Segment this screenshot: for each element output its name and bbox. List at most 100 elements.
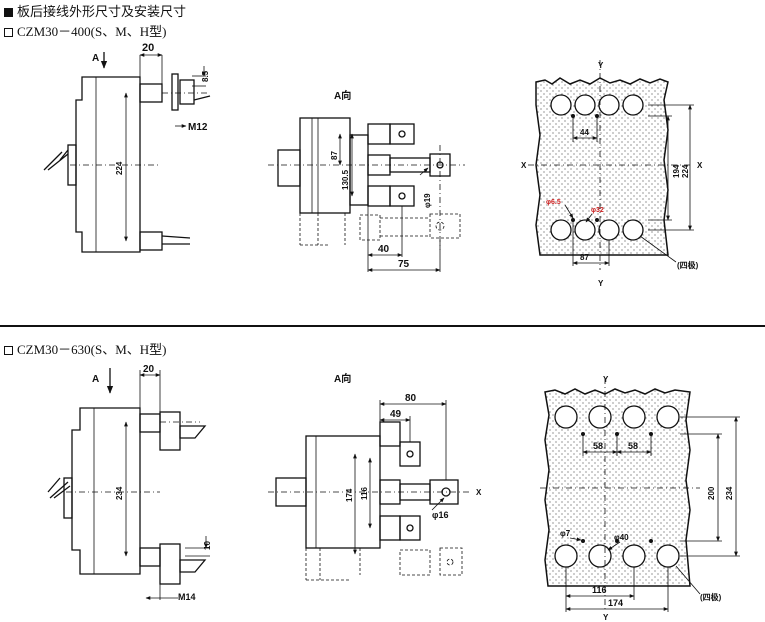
- mount-hole: [406, 450, 414, 458]
- dim-116-front: 116: [360, 487, 369, 500]
- screw-hole: [581, 539, 585, 543]
- top-terminal: [139, 413, 161, 433]
- mount-hole: [398, 192, 406, 200]
- model-630-text: CZM30－630(S、M、H型): [17, 342, 167, 357]
- phi7-leader: [569, 537, 582, 542]
- terminal-upper: [379, 421, 401, 447]
- axis-y-top: Y: [598, 61, 604, 70]
- phi6-5-leader: [564, 204, 574, 219]
- dim-87-front: 87: [330, 151, 339, 160]
- hidden-hole: [435, 221, 445, 231]
- pole-hole: [598, 219, 620, 241]
- dim-116-mount: 116: [592, 585, 607, 595]
- thread-m14: M14: [178, 592, 196, 602]
- dim-87-mount: 87: [580, 253, 589, 262]
- dim-10: 10: [203, 541, 212, 550]
- phi16-leader: [431, 497, 445, 511]
- bottom-busbar: [179, 559, 207, 573]
- bottom-cable: [161, 235, 191, 245]
- top-terminal: [139, 83, 163, 103]
- pole-hole: [622, 405, 646, 429]
- phi32-leader: [585, 213, 593, 223]
- terminal-upper: [367, 123, 391, 145]
- phi40-leader: [607, 541, 621, 551]
- hidden-hole: [446, 558, 454, 566]
- pole-hole: [598, 94, 620, 116]
- terminal-lower: [367, 185, 391, 207]
- pole-hole: [622, 219, 644, 241]
- dim-58b: 58: [628, 441, 638, 451]
- dim-20: 20: [142, 42, 154, 54]
- pole-hole: [622, 94, 644, 116]
- side-view-630: A 20 234 10 M14: [47, 364, 212, 602]
- breaker-body: [71, 407, 141, 575]
- lower-hole-row: [550, 219, 644, 241]
- hidden-extended-terminal: [305, 547, 463, 581]
- dim-234-mount: 234: [725, 486, 734, 500]
- open-square-bullet: [4, 28, 13, 37]
- bottom-nut-stack: [159, 543, 181, 585]
- pole-hole: [656, 544, 680, 568]
- handle-base: [63, 477, 73, 519]
- drawing-title: 板后接线外形尺寸及安装尺寸: [4, 4, 186, 20]
- side-view-400: A 20 8.5 M12 224: [43, 42, 211, 253]
- filled-square-bullet: [4, 8, 13, 17]
- axis-y-top: Y: [603, 375, 609, 384]
- dim-phi19: φ19: [423, 193, 432, 208]
- pole-hole: [656, 405, 680, 429]
- dim-phi7: φ7: [560, 529, 571, 538]
- dim-8-5: 8.5: [201, 70, 210, 82]
- dim-40: 40: [378, 244, 390, 255]
- dim-80: 80: [405, 393, 417, 404]
- dim-194: 194: [672, 164, 681, 178]
- dim-phi16: φ16: [432, 510, 448, 520]
- dim-200: 200: [707, 486, 716, 500]
- view-a-direction-label: A向: [334, 372, 351, 385]
- pole-hole: [554, 544, 578, 568]
- top-bolt: [171, 73, 179, 111]
- hidden-extended-terminal: [299, 213, 461, 246]
- dim-49: 49: [390, 409, 402, 420]
- bottom-terminal: [139, 231, 163, 251]
- view-a-label: A: [92, 53, 99, 64]
- front-view-630: A向 X 80 49 174 116 φ16: [268, 372, 482, 581]
- terminal-lower-plate: [399, 515, 421, 541]
- bottom-terminal: [139, 547, 161, 567]
- upper-hole-row: [550, 94, 644, 116]
- pole-hole: [574, 219, 596, 241]
- pole-hole: [550, 219, 572, 241]
- phi19-leader: [419, 167, 429, 176]
- top-busbar: [179, 425, 207, 439]
- open-square-bullet: [4, 346, 13, 355]
- dim-224-mount: 224: [681, 164, 690, 178]
- pole-hole: [554, 405, 578, 429]
- pole-hole: [588, 544, 612, 568]
- dim-174-front: 174: [345, 488, 354, 502]
- terminal-block: [349, 134, 369, 206]
- dim-phi32: φ32: [591, 207, 604, 214]
- dim-234-side: 234: [115, 486, 124, 500]
- thread-m12: M12: [188, 122, 208, 133]
- four-pole-leader: [639, 235, 677, 263]
- screw-hole: [595, 218, 599, 222]
- four-pole-note: (四极): [677, 260, 699, 270]
- axis-x-left: X: [521, 161, 527, 170]
- model-400-text: CZM30－400(S、M、H型): [17, 24, 167, 39]
- pole-hole: [622, 544, 646, 568]
- screw-hole: [649, 539, 653, 543]
- upper-hole-row: [554, 405, 680, 429]
- drawing-title-text: 板后接线外形尺寸及安装尺寸: [17, 4, 187, 19]
- dim-44: 44: [580, 128, 589, 137]
- breaker-body: [75, 76, 141, 253]
- screw-hole: [571, 218, 575, 222]
- handle-boss: [277, 149, 301, 187]
- dim-224-side: 224: [115, 161, 124, 175]
- view-a-label: A: [92, 374, 99, 385]
- axis-y-bottom: Y: [603, 613, 609, 622]
- operating-handle: [43, 149, 69, 171]
- dim-phi6-5: φ6.5: [546, 199, 561, 206]
- panel-cutout: [544, 388, 691, 587]
- mount-view-630: Y Y 58 58 200 234 φ7 φ40 116 174 (四极): [540, 375, 740, 622]
- model-400-heading: CZM30－400(S、M、H型): [4, 24, 167, 40]
- mount-hole: [398, 130, 406, 138]
